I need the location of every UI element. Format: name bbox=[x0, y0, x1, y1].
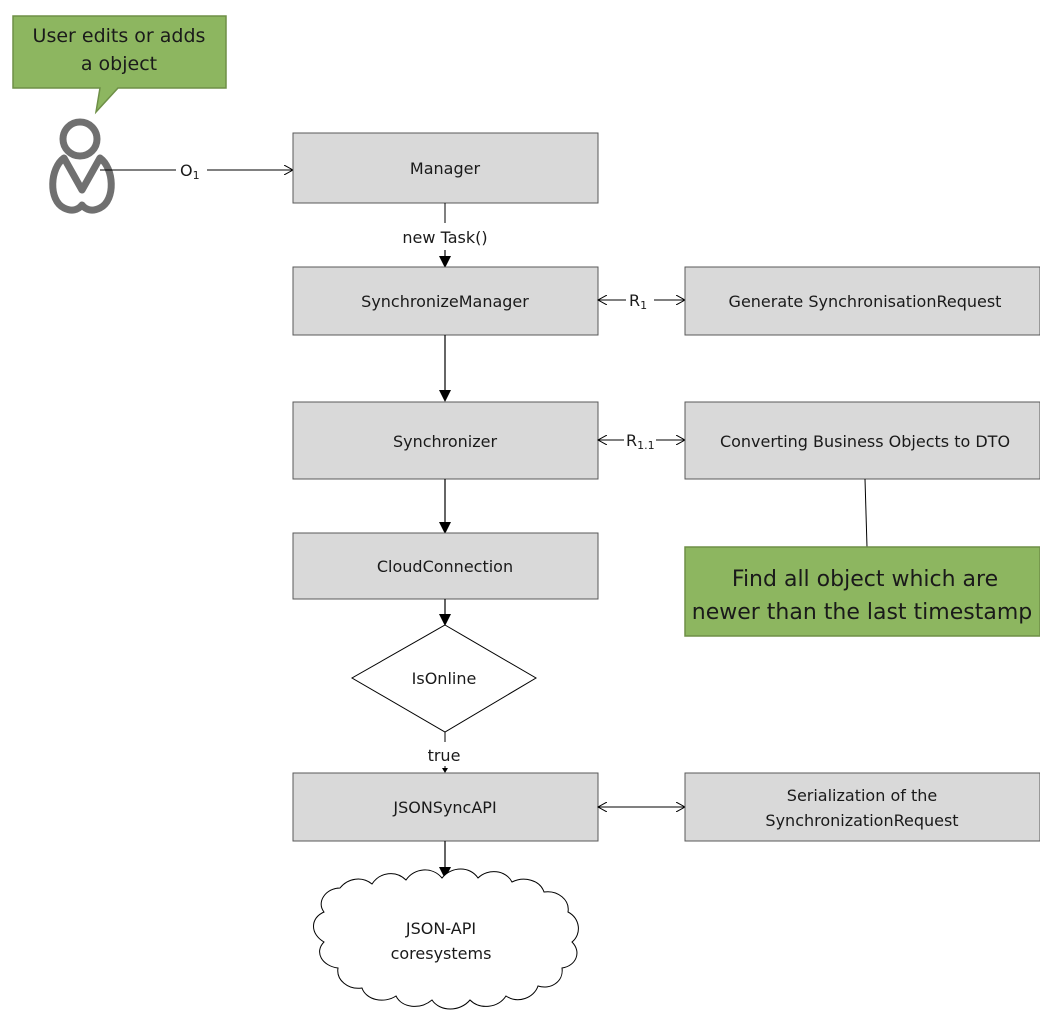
serialization-line-2: SynchronizationRequest bbox=[765, 811, 958, 830]
callout-bubble bbox=[12, 15, 227, 115]
converting-node: Converting Business Objects to DTO bbox=[684, 401, 1040, 480]
serialization-line-1: Serialization of the bbox=[787, 786, 937, 805]
edge-isonline-jsonsyncapi: true bbox=[428, 732, 461, 773]
edge-user-manager: O1 bbox=[100, 161, 293, 182]
synchronizer-label: Synchronizer bbox=[393, 432, 498, 451]
cloud-connection-node: CloudConnection bbox=[292, 532, 599, 600]
callout-line-1: User edits or adds bbox=[33, 25, 206, 47]
user-icon bbox=[49, 118, 115, 214]
callout-line-2: a object bbox=[81, 53, 157, 75]
cloud-connection-label: CloudConnection bbox=[377, 557, 513, 576]
note-connector bbox=[864, 478, 868, 548]
cloud-line-1: JSON-API bbox=[405, 919, 476, 938]
serialization-node: Serialization of the SynchronizationRequ… bbox=[684, 772, 1040, 842]
manager-label: Manager bbox=[410, 159, 481, 178]
generate-request-node: Generate SynchronisationRequest bbox=[684, 266, 1040, 336]
synchronize-manager-node: SynchronizeManager bbox=[292, 266, 599, 336]
user-callout: User edits or adds a object bbox=[12, 15, 227, 115]
synchronize-manager-label: SynchronizeManager bbox=[361, 292, 529, 311]
generate-request-label: Generate SynchronisationRequest bbox=[729, 292, 1002, 311]
edge-label-o1: O1 bbox=[180, 161, 200, 182]
edge-label-r1: R1 bbox=[629, 291, 647, 312]
edge-label-new-task: new Task() bbox=[402, 228, 487, 247]
note-line-2: newer than the last timestamp bbox=[692, 600, 1032, 625]
edge-label-true: true bbox=[428, 746, 461, 765]
json-api-cloud: JSON-API coresystems bbox=[313, 868, 579, 1010]
edge-manager-syncmanager: new Task() bbox=[402, 203, 488, 268]
edge-r1: R1 bbox=[598, 291, 685, 312]
synchronizer-node: Synchronizer bbox=[292, 401, 599, 480]
edge-r1-1: R1.1 bbox=[598, 431, 685, 452]
edge-label-r1-1: R1.1 bbox=[626, 431, 655, 452]
is-online-decision: IsOnline bbox=[350, 624, 537, 733]
manager-node: Manager bbox=[292, 132, 599, 204]
json-sync-api-label: JSONSyncAPI bbox=[392, 798, 496, 817]
timestamp-note: Find all object which are newer than the… bbox=[684, 546, 1040, 637]
is-online-label: IsOnline bbox=[412, 669, 477, 688]
note-line-1: Find all object which are bbox=[732, 567, 998, 592]
json-sync-api-node: JSONSyncAPI bbox=[292, 772, 599, 842]
cloud-line-2: coresystems bbox=[391, 944, 492, 963]
cloud-shape bbox=[313, 868, 579, 1010]
converting-label: Converting Business Objects to DTO bbox=[720, 432, 1010, 451]
